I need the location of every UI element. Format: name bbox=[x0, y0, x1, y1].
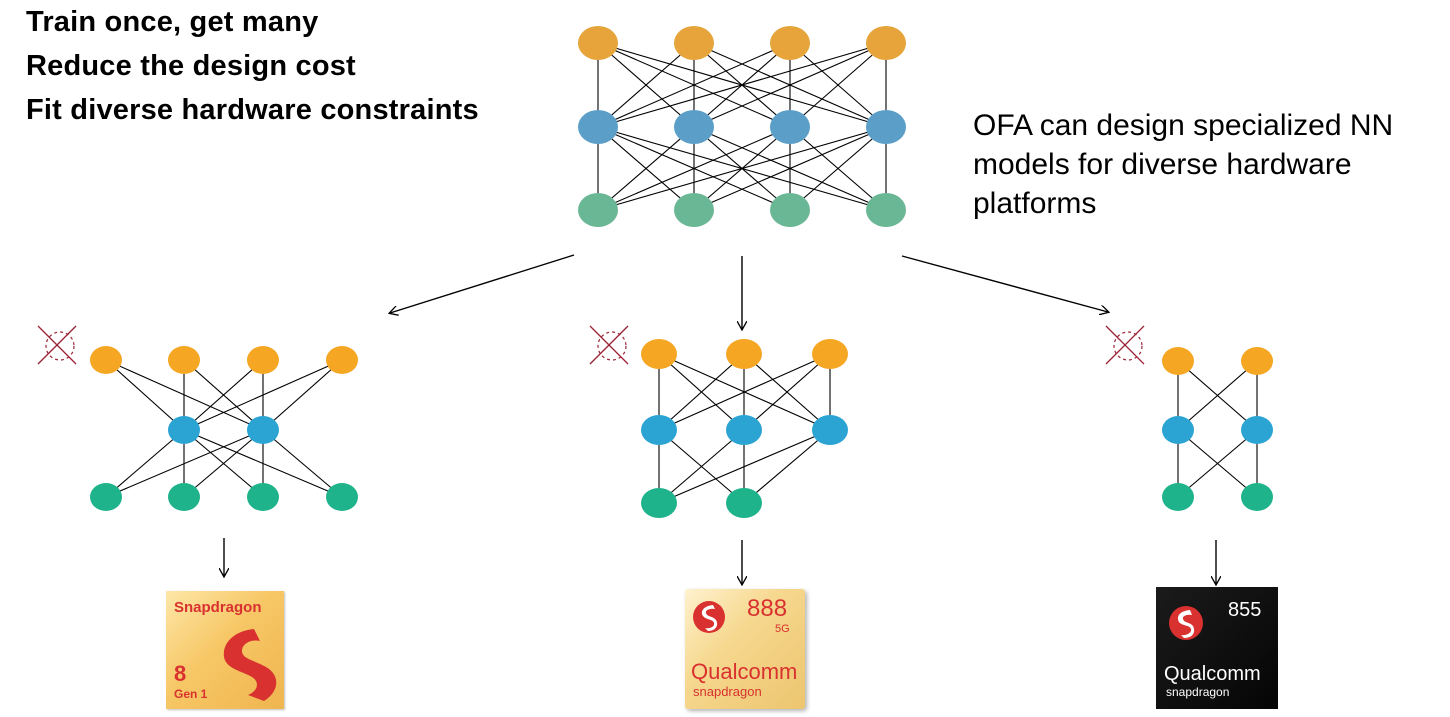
subnet-node bbox=[90, 483, 122, 511]
network-edge bbox=[597, 42, 695, 128]
key-points-list: Train once, get many Reduce the design c… bbox=[26, 0, 479, 132]
removed-node-icon bbox=[37, 325, 77, 365]
subnet-edge bbox=[743, 353, 831, 431]
subnet-node bbox=[726, 339, 762, 369]
chip-sub-label: snapdragon bbox=[693, 684, 762, 699]
network-node bbox=[866, 26, 906, 60]
subnet-node bbox=[247, 346, 279, 374]
snapdragon-855-chip: 855 Qualcomm snapdragon bbox=[1156, 587, 1278, 709]
chip-gen-label: Gen 1 bbox=[174, 687, 208, 701]
network-node bbox=[674, 110, 714, 144]
subnet-node bbox=[168, 416, 200, 444]
network-edge bbox=[693, 42, 887, 128]
subnet-edge bbox=[1177, 360, 1258, 431]
subnet-node bbox=[1162, 416, 1194, 444]
network-node bbox=[770, 26, 810, 60]
chip-model-label: 8 bbox=[174, 661, 187, 686]
snapdragon-888-chip: 888 5G Qualcomm snapdragon bbox=[685, 589, 805, 709]
network-node bbox=[866, 193, 906, 227]
network-edge bbox=[597, 42, 791, 128]
network-edge bbox=[597, 126, 695, 211]
network-edge bbox=[789, 126, 887, 211]
subnet-node bbox=[641, 339, 677, 369]
removed-node-icon bbox=[1105, 325, 1145, 365]
subnet-node bbox=[1162, 347, 1194, 375]
network-edge bbox=[789, 42, 887, 128]
arrow-to-subnet-3 bbox=[901, 255, 1108, 312]
network-node bbox=[674, 26, 714, 60]
chip-sub-label: snapdragon bbox=[1166, 685, 1230, 699]
subnet-node bbox=[812, 339, 848, 369]
ofa-caption: OFA can design specialized NN models for… bbox=[973, 109, 1394, 220]
network-node bbox=[866, 110, 906, 144]
subnet-edge bbox=[658, 353, 831, 431]
subnet-node bbox=[726, 415, 762, 445]
snapdragon-logo-icon bbox=[693, 601, 725, 633]
network-edge bbox=[693, 126, 887, 211]
network-node bbox=[674, 193, 714, 227]
chip-qualcomm-label: Qualcomm bbox=[1164, 663, 1261, 685]
subnet-node bbox=[1241, 483, 1273, 511]
network-node bbox=[578, 110, 618, 144]
bullet-fit-hardware: Fit diverse hardware constraints bbox=[26, 94, 479, 126]
subnet-node bbox=[90, 346, 122, 374]
snapdragon-logo-icon bbox=[1169, 606, 1203, 640]
subnet-node bbox=[168, 483, 200, 511]
subnet-edge bbox=[105, 359, 185, 431]
subnet-edge bbox=[183, 359, 343, 431]
network-edge bbox=[597, 42, 887, 128]
subnet-edge bbox=[1177, 429, 1258, 498]
snapdragon-8gen1-chip: Snapdragon 8 Gen 1 bbox=[166, 591, 284, 709]
subnet-edge bbox=[262, 429, 343, 498]
snapdragon-logo-icon bbox=[223, 629, 277, 701]
chip-model-label: 855 bbox=[1228, 599, 1262, 621]
subnet-node bbox=[326, 346, 358, 374]
chip-brand-label: Snapdragon bbox=[174, 599, 262, 616]
subnet-node bbox=[812, 415, 848, 445]
subnet-edge bbox=[658, 353, 745, 431]
subnet-node bbox=[641, 415, 677, 445]
network-node bbox=[578, 26, 618, 60]
subnet-node bbox=[326, 483, 358, 511]
arrow-to-subnet-1 bbox=[390, 254, 575, 313]
subnet-edge bbox=[262, 359, 343, 431]
bullet-reduce-cost: Reduce the design cost bbox=[26, 50, 356, 82]
subnet-edge bbox=[658, 429, 745, 504]
network-edge bbox=[597, 126, 887, 211]
subnet-edge bbox=[183, 359, 264, 431]
subnet-node bbox=[1162, 483, 1194, 511]
subnet-edge bbox=[183, 429, 264, 498]
removed-node-icon bbox=[589, 325, 629, 365]
network-node bbox=[578, 193, 618, 227]
subnet-node bbox=[168, 346, 200, 374]
network-node bbox=[770, 193, 810, 227]
bullet-train-once: Train once, get many bbox=[26, 6, 319, 38]
subnet-edge bbox=[105, 429, 264, 498]
subnet-node bbox=[1241, 347, 1273, 375]
network-edge bbox=[597, 126, 791, 211]
subnet-node bbox=[247, 483, 279, 511]
subnet-node bbox=[247, 416, 279, 444]
network-node bbox=[770, 110, 810, 144]
chip-5g-label: 5G bbox=[775, 623, 790, 635]
subnet-edge bbox=[658, 429, 831, 504]
subnet-edge bbox=[105, 429, 185, 498]
subnet-node bbox=[641, 488, 677, 518]
subnet-edge bbox=[743, 429, 831, 504]
chip-qualcomm-label: Qualcomm bbox=[691, 659, 798, 684]
chip-model-label: 888 bbox=[747, 595, 788, 622]
subnet-node bbox=[726, 488, 762, 518]
subnet-node bbox=[1241, 416, 1273, 444]
